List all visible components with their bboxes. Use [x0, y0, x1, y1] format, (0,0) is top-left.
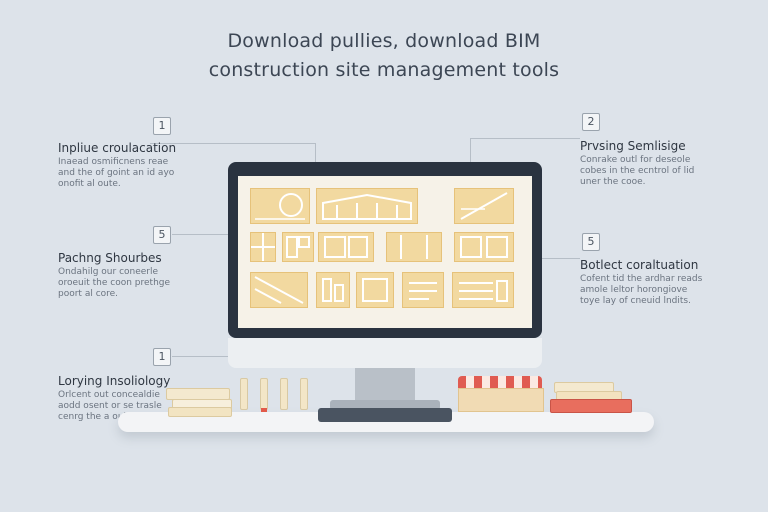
- callout-line: Conrake outl for deseole: [580, 155, 691, 165]
- pencil-icon: [280, 378, 288, 410]
- connector-1: [150, 143, 316, 144]
- connector-2-drop: [470, 138, 471, 184]
- pencil-icon: [300, 378, 308, 410]
- callout-line: aodd osent or se trasle: [58, 401, 162, 411]
- step-badge: 5: [153, 226, 171, 244]
- callout-line: toye lay of cneuid lndits.: [580, 296, 691, 306]
- frame-elevation-tile: [454, 232, 514, 262]
- pencil-icon: [240, 378, 248, 410]
- callout-heading: Lorying Insoliology: [58, 374, 171, 388]
- callout-body: Conrake outl for deseole cobes in the ec…: [580, 155, 694, 188]
- storefront-box-icon: [458, 388, 544, 412]
- floor-plan-tile: [250, 188, 310, 224]
- page-title-line-1: Download pullies, download BIM: [227, 30, 541, 52]
- callout-4: Botlect coraltuation Cofent tid the ardh…: [580, 258, 702, 307]
- callout-heading: Botlect coraltuation: [580, 258, 699, 272]
- callout-body: Cofent tid the ardhar reads amole leltor…: [580, 274, 702, 307]
- callout-line: Orlcent out concealdie: [58, 390, 160, 400]
- desk-surface: [118, 412, 654, 432]
- callout-line: poort al core.: [58, 289, 119, 299]
- step-badge: 2: [582, 113, 600, 131]
- callout-line: onofit al oute.: [58, 179, 121, 189]
- callout-line: and the of goint an id ayo: [58, 168, 175, 178]
- callout-line: amole leltor horongiove: [580, 285, 688, 295]
- callout-heading: Pachng Shourbes: [58, 251, 162, 265]
- window-grid-tile: [250, 232, 276, 262]
- callout-line: uner the cooe.: [580, 177, 646, 187]
- monitor-stand-base: [330, 400, 440, 410]
- monitor-chin: [228, 338, 542, 368]
- diagonal-section-tile: [250, 272, 308, 308]
- callout-body: Inaead osmificnens reae and the of goint…: [58, 157, 176, 190]
- bar-section-tile: [316, 272, 350, 308]
- monitor-frame: [228, 162, 542, 338]
- page-title-line-2: construction site management tools: [208, 59, 560, 81]
- callout-line: oroeuit the coon prethge: [58, 278, 171, 288]
- callout-1: Inpliue croulacation Inaead osmificnens …: [58, 141, 176, 190]
- callout-5: Lorying Insoliology Orlcent out conceald…: [58, 374, 171, 423]
- layout-plan-tile: [282, 232, 314, 262]
- callout-heading: Prvsing Semlisige: [580, 139, 686, 153]
- callout-2: Prvsing Semlisige Conrake outl for deseo…: [580, 139, 694, 188]
- step-badge: 1: [153, 348, 171, 366]
- room-plan-tile: [318, 232, 374, 262]
- block-plan-tile: [356, 272, 394, 308]
- callout-heading: Inpliue croulacation: [58, 141, 177, 155]
- callout-body: Ondahilg our coneerle oroeuit the coon p…: [58, 267, 170, 300]
- staircase-tile: [454, 188, 514, 224]
- callout-3: Pachng Shourbes Ondahilg our coneerle or…: [58, 251, 170, 300]
- callout-line: cenrg the a oulde a frase: [58, 412, 172, 422]
- building-elevation-tile: [316, 188, 418, 224]
- storefront-awning-icon: [458, 376, 542, 388]
- callout-line: Inaead osmificnens reae: [58, 157, 169, 167]
- connector-5: [172, 356, 232, 357]
- callout-body: Orlcent out concealdie aodd osent or se …: [58, 390, 171, 423]
- document-sheet-tile: [402, 272, 444, 308]
- callout-line: Cofent tid the ardhar reads: [580, 274, 703, 284]
- connector-2: [470, 138, 580, 139]
- callout-line: cobes in the ecntrol of lid: [580, 166, 695, 176]
- callout-line: Ondahilg our coneerle: [58, 267, 159, 277]
- step-badge: 5: [582, 233, 600, 251]
- column-grid-tile: [386, 232, 442, 262]
- pencil-tip-icon: [261, 408, 267, 412]
- monitor-screen: [238, 176, 532, 328]
- pencil-icon: [260, 378, 268, 410]
- schedule-list-tile: [452, 272, 514, 308]
- keyboard-icon: [318, 408, 452, 422]
- step-badge: 1: [153, 117, 171, 135]
